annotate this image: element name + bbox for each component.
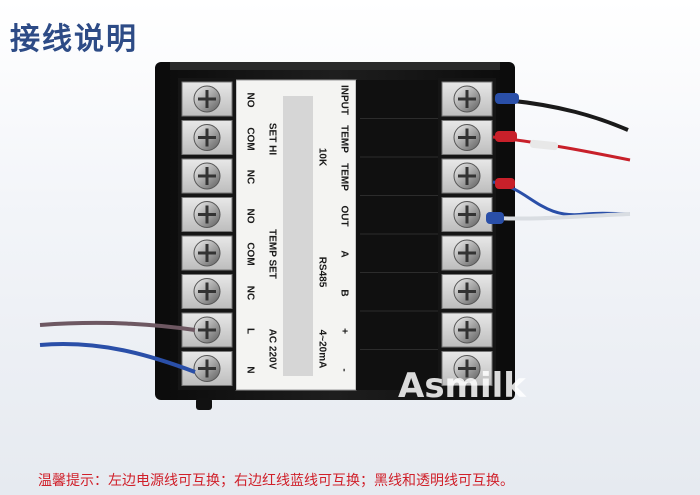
left-terminal-label: NO xyxy=(244,208,256,223)
left-terminal-label: NC xyxy=(244,169,256,185)
right-terminal-7 xyxy=(441,312,493,348)
left-terminal-label: L xyxy=(244,327,256,335)
right-terminal-label: OUT xyxy=(338,204,350,227)
page-title: 接线说明 xyxy=(10,22,138,57)
left-group-label: SET HI xyxy=(266,122,278,155)
left-group-label: AC 220V xyxy=(266,328,278,370)
device-top-edge xyxy=(170,62,500,70)
right-terminal-label: TEMP xyxy=(338,163,350,191)
left-group-label: TEMP SET xyxy=(266,229,278,279)
right-group-label: 10K xyxy=(316,147,328,166)
wire-brown xyxy=(39,320,196,332)
left-terminal-3 xyxy=(181,158,233,194)
right-terminal-4 xyxy=(441,197,493,232)
right-terminal-label: + xyxy=(338,328,350,334)
left-terminal-2 xyxy=(181,120,233,155)
left-terminal-4 xyxy=(181,197,233,232)
wire-black-ferrule xyxy=(495,93,519,104)
right-terminal-6 xyxy=(441,274,493,309)
wire-blue-ferrule xyxy=(495,178,515,189)
wires xyxy=(39,93,631,374)
left-terminal-5 xyxy=(181,235,233,271)
right-column-dividers xyxy=(360,118,440,350)
left-terminal-label: COM xyxy=(244,126,256,151)
right-terminal-label: A xyxy=(338,250,350,258)
watermark-text: Asmilk xyxy=(398,366,526,406)
right-terminal-label: INPUT xyxy=(338,85,350,115)
right-terminal-1 xyxy=(441,81,493,117)
wire-clear xyxy=(492,212,631,221)
right-terminal-label: TEMP xyxy=(338,124,350,153)
right-terminal-5 xyxy=(441,235,493,271)
right-group-label: RS485 xyxy=(316,256,328,288)
right-group-label: 4~20mA xyxy=(316,329,328,369)
right-terminal-8 xyxy=(441,351,493,386)
wire-red-sleeve xyxy=(529,139,559,151)
label-panel-gray xyxy=(283,96,313,376)
right-terminal-2 xyxy=(441,120,493,155)
right-terminal-label: - xyxy=(338,367,350,372)
wire-red-ferrule xyxy=(495,131,517,142)
right-column-panel xyxy=(356,80,446,390)
left-terminal-label: COM xyxy=(244,242,256,266)
wire-blue-left xyxy=(39,342,196,374)
left-terminal-label: NC xyxy=(244,285,256,300)
left-terminal-label: NO xyxy=(244,92,256,108)
left-terminal-label: N xyxy=(244,365,256,374)
left-terminal-8 xyxy=(181,351,233,386)
right-terminal-block xyxy=(438,78,496,390)
left-terminal-block xyxy=(178,78,236,390)
wire-clear-ferrule xyxy=(486,212,504,224)
device-foot xyxy=(196,398,212,410)
left-terminal-1 xyxy=(181,81,233,117)
right-terminal-label: B xyxy=(338,288,350,297)
left-terminal-6 xyxy=(181,274,233,309)
right-terminal-3 xyxy=(441,158,493,194)
caption-note: 温馨提示：左边电源线可互换；右边红线蓝线可互换；黑线和透明线可互换。 xyxy=(38,473,514,489)
